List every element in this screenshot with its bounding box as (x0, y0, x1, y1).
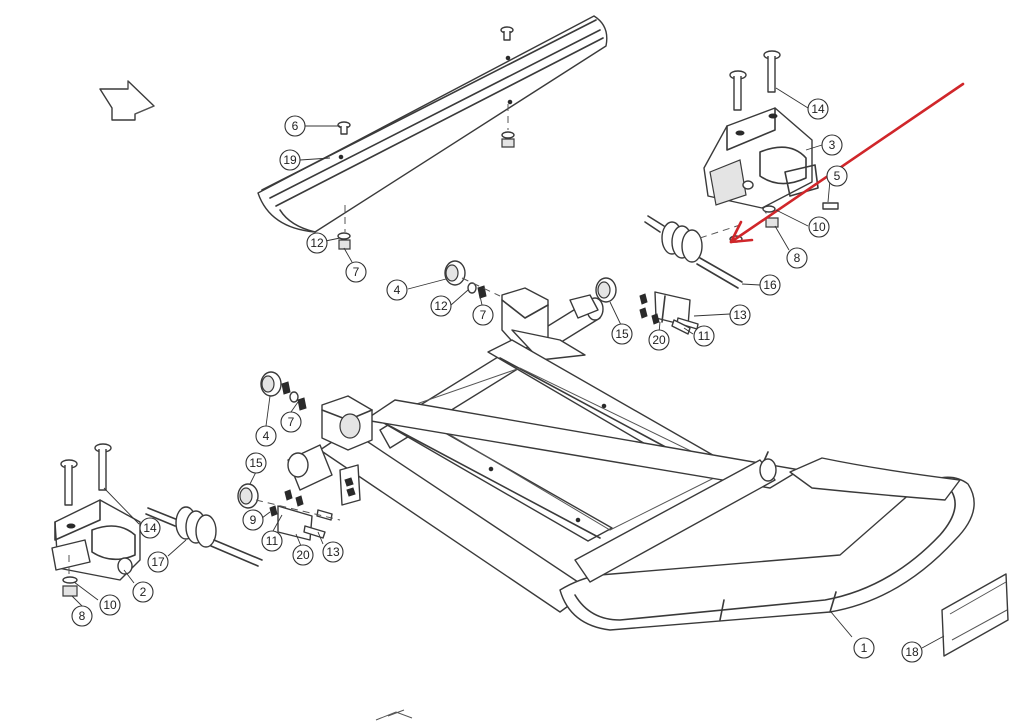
hinge-pin (822, 202, 839, 210)
left-torsion-spring (145, 506, 263, 567)
callout-8-right: 8 (786, 247, 808, 269)
callout-2: 2 (132, 581, 154, 603)
callout-9: 9 (242, 509, 264, 531)
svg-text:7: 7 (353, 265, 360, 279)
right-bushing (595, 277, 617, 303)
callout-20-right: 20 (648, 329, 670, 351)
callout-4-left: 4 (255, 425, 277, 447)
svg-text:15: 15 (249, 456, 263, 470)
left-bushing (237, 483, 259, 509)
top-bumper (444, 260, 501, 299)
svg-text:8: 8 (794, 251, 801, 265)
left-latch-plate (255, 489, 341, 541)
svg-text:18: 18 (905, 645, 919, 659)
cover-top-bolt (500, 26, 514, 41)
svg-text:13: 13 (326, 545, 340, 559)
svg-text:11: 11 (698, 329, 711, 343)
callout-15-right: 15 (611, 323, 633, 345)
callouts: 1 2 3 4 4 5 6 7 7 7 8 8 9 10 10 11 11 12… (71, 98, 923, 663)
left-hinge-bracket (51, 443, 141, 581)
callout-20-left: 20 (292, 544, 314, 566)
direction-arrow-icon (99, 80, 155, 121)
callout-5: 5 (826, 165, 848, 187)
svg-text:20: 20 (296, 548, 310, 562)
callout-15-left: 15 (245, 452, 267, 474)
svg-text:4: 4 (263, 429, 270, 443)
right-hinge-bracket (703, 50, 819, 209)
svg-text:15: 15 (615, 327, 629, 341)
callout-19: 19 (279, 149, 301, 171)
svg-text:8: 8 (79, 609, 86, 623)
svg-text:9: 9 (250, 513, 257, 527)
callout-13-right: 13 (729, 304, 751, 326)
svg-text:13: 13 (733, 308, 747, 322)
callout-12-top: 12 (306, 232, 328, 254)
highlight-arrow-icon (729, 82, 965, 244)
svg-text:6: 6 (292, 119, 299, 133)
right-washer-nut (761, 205, 779, 228)
cover-nut (501, 104, 515, 148)
svg-text:7: 7 (288, 415, 295, 429)
right-torsion-spring (644, 215, 743, 289)
callout-12-mid: 12 (430, 295, 452, 317)
svg-text:16: 16 (763, 278, 777, 292)
cover-washer-nut (337, 205, 351, 250)
svg-text:2: 2 (140, 585, 147, 599)
svg-text:3: 3 (829, 138, 836, 152)
callout-6: 6 (284, 115, 306, 137)
callout-11-left: 11 (261, 530, 283, 552)
main-frame (319, 287, 975, 631)
left-bumper (260, 371, 307, 411)
svg-text:10: 10 (103, 598, 117, 612)
side-panel (941, 573, 1009, 657)
left-pivot-block (287, 395, 373, 491)
cover-bolt (337, 121, 351, 135)
right-latch-plate (639, 291, 699, 335)
callout-8-left: 8 (71, 605, 93, 627)
svg-text:19: 19 (283, 153, 297, 167)
callout-14-right: 14 (807, 98, 829, 120)
callout-18: 18 (901, 641, 923, 663)
callout-7-mid: 7 (472, 304, 494, 326)
svg-text:14: 14 (143, 521, 157, 535)
svg-text:20: 20 (652, 333, 666, 347)
svg-text:11: 11 (266, 534, 279, 548)
callout-17: 17 (147, 551, 169, 573)
callout-14-left: 14 (139, 517, 161, 539)
callout-16: 16 (759, 274, 781, 296)
svg-text:5: 5 (834, 169, 841, 183)
bottom-partial-mark (375, 709, 413, 721)
svg-text:14: 14 (811, 102, 825, 116)
svg-text:12: 12 (310, 236, 324, 250)
cover-tray (257, 15, 608, 233)
callout-11-right: 11 (693, 325, 715, 347)
callout-7-left: 7 (280, 411, 302, 433)
svg-text:17: 17 (151, 555, 165, 569)
svg-text:1: 1 (861, 641, 868, 655)
svg-text:12: 12 (434, 299, 448, 313)
svg-text:7: 7 (480, 308, 487, 322)
callout-4-top: 4 (386, 279, 408, 301)
left-washer-nut (62, 555, 78, 597)
svg-text:4: 4 (394, 283, 401, 297)
callout-10-right: 10 (808, 216, 830, 238)
leader-lines (71, 87, 945, 649)
frame-latch (339, 464, 361, 506)
callout-13-left: 13 (322, 541, 344, 563)
callout-1: 1 (853, 637, 875, 659)
callout-7-top: 7 (345, 261, 367, 283)
callout-10-left: 10 (99, 594, 121, 616)
svg-text:10: 10 (812, 220, 826, 234)
callout-3: 3 (821, 134, 843, 156)
